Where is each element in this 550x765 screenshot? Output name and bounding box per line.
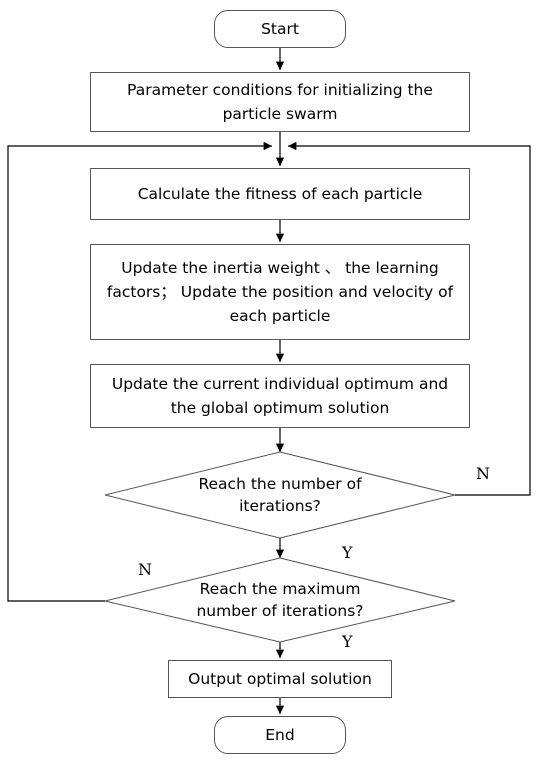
- label-y-second: Y: [342, 632, 353, 651]
- end-label: End: [265, 726, 295, 744]
- start-terminal: Start: [214, 10, 346, 48]
- init-step: Parameter conditions for initializing th…: [90, 72, 470, 132]
- init-label: Parameter conditions for initializing th…: [127, 81, 433, 123]
- update-optimum-label: Update the current individual optimum an…: [111, 375, 449, 417]
- decision-iterations-shape: [104, 451, 456, 539]
- label-n-left: N: [138, 560, 152, 579]
- update-weights-label: Update the inertia weight 、 the learning…: [106, 259, 454, 325]
- start-label: Start: [261, 20, 299, 38]
- label-y-first: Y: [342, 543, 353, 562]
- decision-max-iterations-text: Reach the maximum number of iterations?: [180, 566, 380, 634]
- decision-max-iterations-label: Reach the maximum number of iterations?: [196, 580, 364, 620]
- update-optimum-step: Update the current individual optimum an…: [90, 364, 470, 428]
- update-weights-step: Update the inertia weight 、 the learning…: [90, 244, 470, 340]
- end-terminal: End: [214, 716, 346, 754]
- loop-left-n: [7, 141, 272, 602]
- output-label: Output optimal solution: [188, 670, 372, 688]
- decision-iterations-text: Reach the number of iterations?: [180, 470, 380, 520]
- fitness-step: Calculate the fitness of each particle: [90, 168, 470, 220]
- decision-max-iterations-shape: [104, 557, 456, 643]
- output-step: Output optimal solution: [168, 660, 392, 698]
- label-n-right: N: [476, 464, 490, 483]
- decision-iterations-label: Reach the number of iterations?: [198, 475, 362, 515]
- loop-right-n: [288, 141, 531, 496]
- fitness-label: Calculate the fitness of each particle: [137, 185, 423, 203]
